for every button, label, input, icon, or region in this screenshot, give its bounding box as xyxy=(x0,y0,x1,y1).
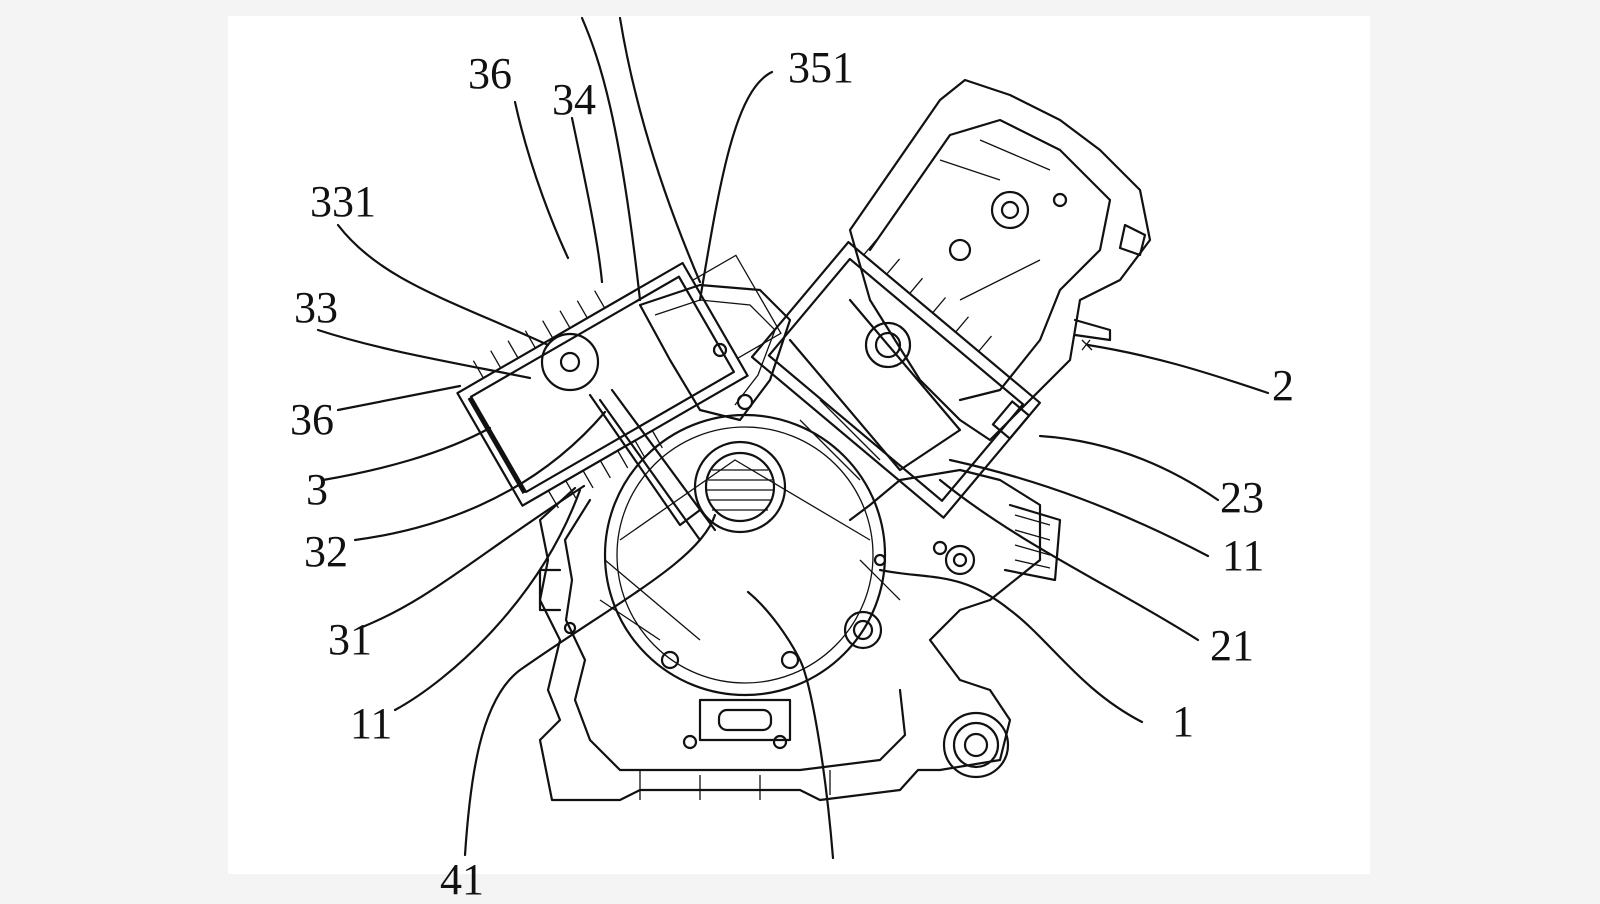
rear-cylinder-head xyxy=(848,78,1152,442)
label-36-top: 36 xyxy=(468,49,512,98)
label-31: 31 xyxy=(328,615,372,664)
timing-cover xyxy=(638,283,792,422)
crankcase-outline xyxy=(538,468,1042,802)
label-1: 1 xyxy=(1172,697,1194,746)
label-32: 32 xyxy=(304,527,348,576)
label-23: 23 xyxy=(1220,473,1264,522)
label-33: 33 xyxy=(294,283,338,332)
right-bosses xyxy=(944,503,1062,582)
front-piston xyxy=(540,332,717,542)
label-331: 331 xyxy=(310,177,376,226)
label-36-left: 36 xyxy=(290,395,334,444)
label-11-left: 11 xyxy=(350,699,393,748)
label-41: 41 xyxy=(440,855,484,904)
label-3: 3 xyxy=(306,465,328,514)
label-351: 351 xyxy=(788,43,854,92)
label-34: 34 xyxy=(552,75,596,124)
rear-piston xyxy=(788,298,962,481)
label-11-right: 11 xyxy=(1222,531,1265,580)
flywheel-bore xyxy=(603,413,887,697)
drawing-sheet xyxy=(228,16,1370,874)
rear-cylinder xyxy=(750,239,1042,519)
label-21: 21 xyxy=(1210,621,1254,670)
label-2: 2 xyxy=(1272,361,1294,410)
crankshaft xyxy=(693,440,787,534)
front-cylinder xyxy=(456,254,782,509)
leader-lines xyxy=(316,16,1270,860)
